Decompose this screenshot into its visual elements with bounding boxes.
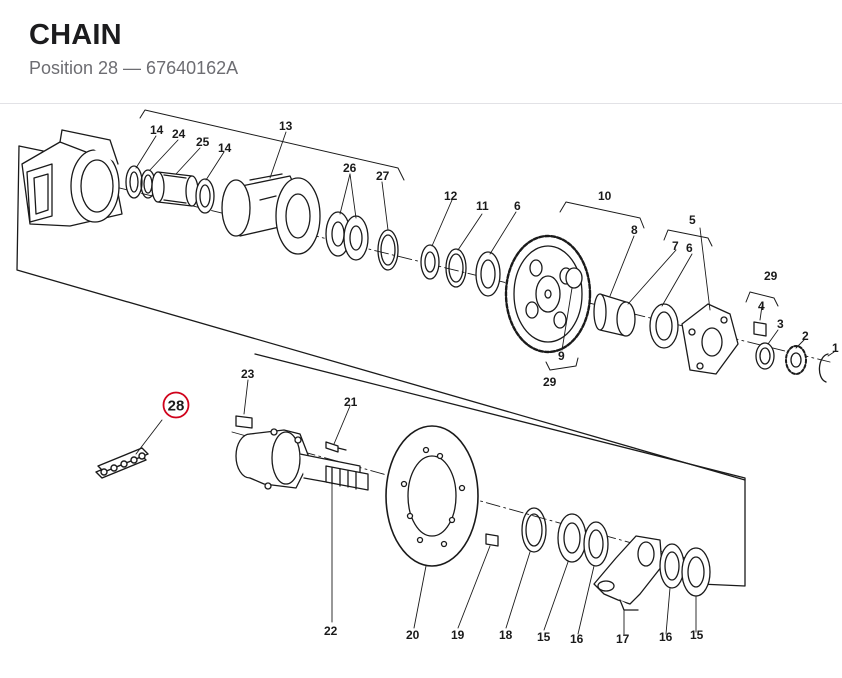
callout-2: 2 <box>802 329 809 343</box>
callout-labels: 14 24 25 14 13 26 27 12 11 6 10 8 7 6 5 … <box>150 119 839 646</box>
callout-19: 19 <box>451 628 465 642</box>
callout-25: 25 <box>196 135 210 149</box>
page-header: CHAIN Position 28 — 67640162A <box>0 0 842 104</box>
bearing-16a[interactable] <box>583 521 609 567</box>
circlip-11[interactable] <box>445 248 467 288</box>
callout-6b: 6 <box>686 241 693 255</box>
stud-23[interactable] <box>235 415 253 429</box>
callout-15b: 15 <box>690 628 704 642</box>
caliper-bracket-17[interactable] <box>593 535 663 611</box>
callout-29b: 29 <box>543 375 557 389</box>
highlighted-callout-28[interactable]: 28 <box>162 391 190 419</box>
washer-12[interactable] <box>420 244 440 280</box>
callout-1: 1 <box>832 341 839 355</box>
callout-26: 26 <box>343 161 357 175</box>
eccentric-hub-13[interactable] <box>221 173 321 255</box>
callout-3: 3 <box>777 317 784 331</box>
callout-20: 20 <box>406 628 420 642</box>
callout-9: 9 <box>558 349 565 363</box>
nut-2[interactable] <box>785 345 807 375</box>
circlip-27[interactable] <box>377 229 399 271</box>
part-position-subtitle: Position 28 — 67640162A <box>29 58 239 78</box>
callout-6a: 6 <box>514 199 521 213</box>
callout-12: 12 <box>444 189 458 203</box>
highlight-ring <box>162 391 190 419</box>
exploded-parts-diagram: 14 24 25 14 13 26 27 12 11 6 10 8 7 6 5 … <box>0 104 842 678</box>
splined-shaft-22[interactable] <box>325 465 369 491</box>
stud-4[interactable] <box>753 321 767 337</box>
callout-21: 21 <box>344 395 358 409</box>
washer-3[interactable] <box>755 342 775 370</box>
bearing-16b[interactable] <box>659 543 685 589</box>
callout-11: 11 <box>476 199 489 213</box>
sprocket-nut-9[interactable] <box>565 267 583 289</box>
callout-5: 5 <box>689 213 696 227</box>
header-divider <box>0 103 842 104</box>
brake-disc-20[interactable] <box>385 425 479 567</box>
callout-23: 23 <box>241 367 255 381</box>
callout-16a: 16 <box>570 632 584 646</box>
seal-6b[interactable] <box>649 303 679 349</box>
seal-15a[interactable] <box>557 513 587 563</box>
callout-4: 4 <box>758 299 765 313</box>
lower-assembly-frame <box>254 353 746 587</box>
callout-8: 8 <box>631 223 638 237</box>
callout-17: 17 <box>616 632 630 646</box>
bolt-19[interactable] <box>485 533 499 547</box>
callout-15a: 15 <box>537 630 551 644</box>
callout-22: 22 <box>324 624 338 638</box>
circlip-1[interactable] <box>818 353 829 383</box>
group-brackets <box>139 109 779 371</box>
seal-ring-14b[interactable] <box>195 178 215 214</box>
callout-13: 13 <box>279 119 293 133</box>
swingarm-housing[interactable] <box>21 129 123 227</box>
callout-29a: 29 <box>764 269 778 283</box>
callout-16b: 16 <box>659 630 673 644</box>
bearing-26[interactable] <box>325 211 369 261</box>
callout-leader-lines <box>135 131 835 635</box>
spacer-8[interactable] <box>593 293 636 337</box>
seal-6a[interactable] <box>475 251 501 297</box>
seal-15b[interactable] <box>681 547 711 597</box>
callout-18: 18 <box>499 628 513 642</box>
callout-14b: 14 <box>218 141 232 155</box>
bolt-21[interactable] <box>325 441 347 453</box>
page-title: CHAIN <box>29 19 122 51</box>
sprocket-carrier-5[interactable] <box>681 303 739 375</box>
circlip-18[interactable] <box>521 507 547 553</box>
bearing-sleeve-25[interactable] <box>151 171 199 207</box>
callout-14a: 14 <box>150 123 164 137</box>
callout-28: 28 <box>168 398 185 415</box>
callout-7: 7 <box>672 239 679 253</box>
callout-27: 27 <box>376 169 390 183</box>
seal-ring-14a[interactable] <box>125 165 143 199</box>
rear-sprocket-10[interactable] <box>504 234 592 354</box>
upper-assembly-frame <box>16 145 746 481</box>
callout-10: 10 <box>598 189 612 203</box>
callout-24: 24 <box>172 127 186 141</box>
drive-chain-28[interactable] <box>95 447 149 479</box>
